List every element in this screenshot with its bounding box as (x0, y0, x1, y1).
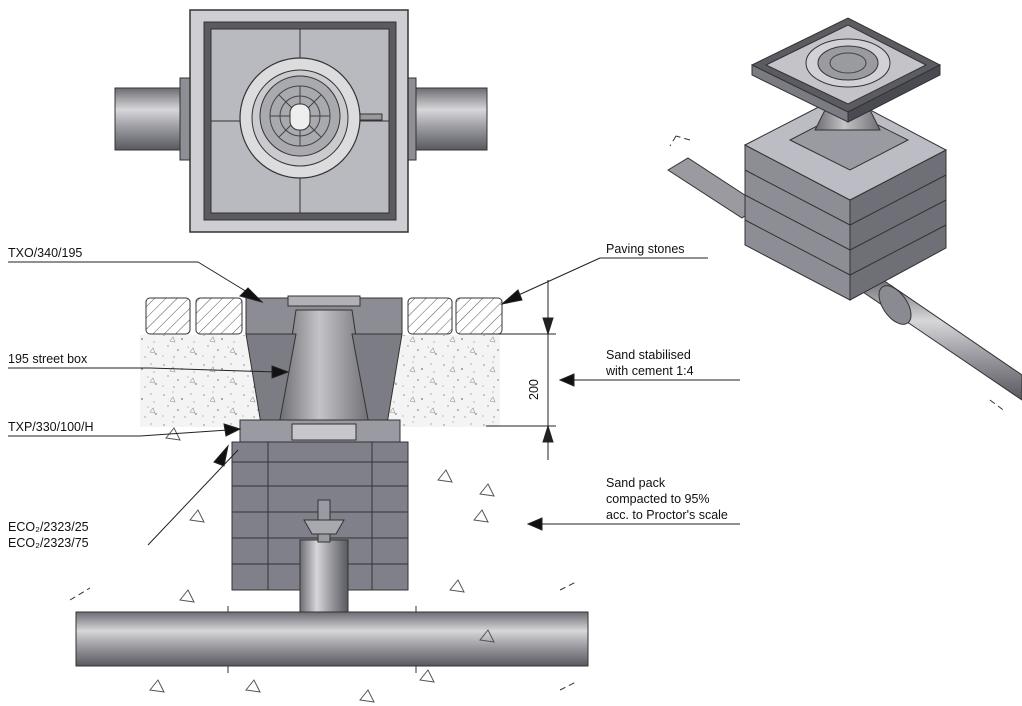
label-sand-pack-3: acc. to Proctor's scale (606, 508, 728, 522)
top-pipe-left (114, 87, 188, 151)
dimension-200 (486, 280, 556, 460)
label-eco-25: ECO₂/2323/25 (8, 520, 89, 534)
top-pipe-right (414, 87, 488, 151)
label-txp: TXP/330/100/H (8, 420, 93, 434)
label-street-box: 195 street box (8, 352, 88, 366)
label-txo: TXO/340/195 (8, 246, 82, 260)
top-pipe-flange-left (179, 77, 191, 161)
isometric-view (667, 17, 1022, 413)
top-view (114, 9, 488, 233)
dimension-label: 200 (527, 379, 541, 400)
main-pipe (75, 611, 589, 667)
label-paving-stones: Paving stones (606, 242, 685, 256)
paving-stones (145, 297, 503, 335)
label-sand-pack-1: Sand pack (606, 476, 666, 490)
label-eco-75: ECO₂/2323/75 (8, 536, 89, 550)
label-sand-pack-2: compacted to 95% (606, 492, 710, 506)
label-sand-stabilised-1: Sand stabilised (606, 348, 691, 362)
label-sand-stabilised-2: with cement 1:4 (605, 364, 694, 378)
section-view (69, 295, 589, 703)
leader-lines (8, 257, 740, 546)
